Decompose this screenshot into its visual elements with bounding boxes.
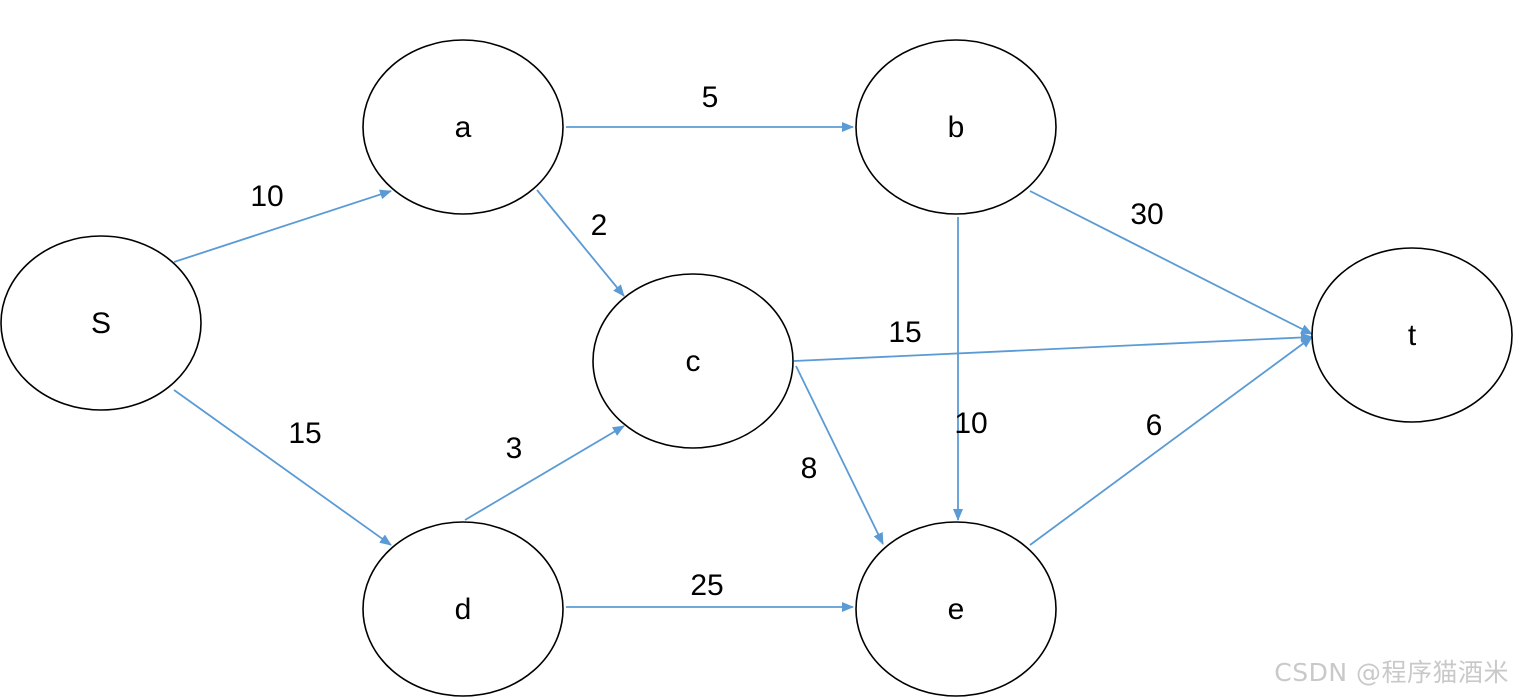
edge-b-e-weight: 10 (954, 407, 987, 440)
edge-s-a-weight: 10 (250, 180, 283, 213)
node-s: S (0, 235, 202, 411)
edge-a-b-weight: 5 (702, 81, 719, 114)
edge-labels-layer: 10 15 5 2 30 10 15 8 3 25 6 (250, 81, 1163, 602)
node-b: b (855, 39, 1057, 215)
node-t: t (1311, 247, 1513, 423)
edge-s-d-arrow (173, 389, 392, 546)
node-e-ellipse (855, 521, 1057, 697)
node-c-label: c (686, 345, 701, 378)
edge-s-d-weight: 15 (288, 417, 321, 450)
node-s-label: S (91, 307, 111, 340)
node-a: a (362, 39, 564, 215)
edge-d-c-arrow (464, 425, 625, 521)
edge-e-t-arrow (1029, 336, 1313, 546)
edges-layer (173, 122, 1313, 612)
node-t-ellipse (1311, 247, 1513, 423)
node-t-label: t (1408, 319, 1417, 352)
edge-c-e-arrow (795, 365, 884, 545)
edge-d-c-weight: 3 (506, 432, 523, 465)
node-d-ellipse (362, 521, 564, 697)
edge-e-t-weight: 6 (1146, 409, 1163, 442)
node-a-ellipse (362, 39, 564, 215)
edge-d-e-weight: 25 (690, 569, 723, 602)
node-c-ellipse (592, 273, 794, 449)
edge-c-e-weight: 8 (801, 452, 818, 485)
node-a-label: a (455, 111, 472, 144)
watermark-text: CSDN @程序猫酒米 (1274, 658, 1509, 687)
edge-s-a-arrow (173, 189, 392, 263)
node-d-label: d (455, 593, 472, 626)
node-s-ellipse (0, 235, 202, 411)
node-d: d (362, 521, 564, 697)
edge-a-c-arrow (536, 189, 625, 297)
edge-b-t-arrow (1029, 190, 1313, 335)
nodes-layer: Sa b c d e t (0, 39, 1513, 697)
node-c: c (592, 273, 794, 449)
node-b-ellipse (855, 39, 1057, 215)
edge-b-t-weight: 30 (1130, 198, 1163, 231)
node-e-label: e (948, 593, 965, 626)
edge-a-c-weight: 2 (591, 209, 608, 242)
node-e: e (855, 521, 1057, 697)
edge-c-t-weight: 15 (888, 316, 921, 349)
edge-c-t-arrow (793, 332, 1313, 362)
node-b-label: b (948, 111, 965, 144)
